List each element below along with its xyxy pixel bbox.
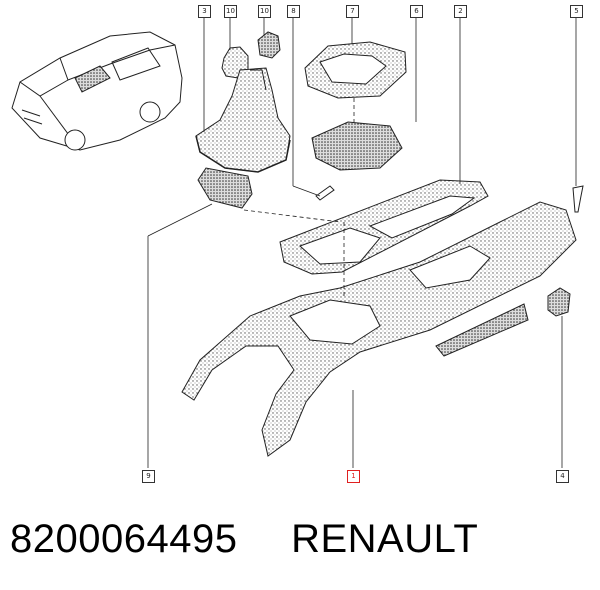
mount-bracket (197, 167, 253, 209)
callout-1: 1 (347, 470, 360, 483)
callout-5: 5 (570, 5, 583, 18)
screw (315, 185, 335, 201)
callout-2: 2 (454, 5, 467, 18)
centre-console (181, 201, 577, 457)
callout-7: 7 (346, 5, 359, 18)
callout-3: 3 (198, 5, 211, 18)
part-number: 8200064495 (10, 517, 238, 561)
gear-boot (195, 67, 291, 173)
callout-10: 10 (224, 5, 237, 18)
trim-frame (279, 179, 489, 275)
leader-lines (147, 16, 577, 468)
switch-panel (304, 41, 407, 99)
callout-10: 10 (258, 5, 271, 18)
callout-8: 8 (287, 5, 300, 18)
gear-knob-parts (221, 31, 281, 79)
vehicle-thumbnail (11, 31, 183, 151)
callout-9: 9 (142, 470, 155, 483)
footer-caption: 8200064495 RENAULT (10, 517, 478, 562)
brand-name: RENAULT (291, 517, 479, 561)
callout-4: 4 (556, 470, 569, 483)
switch-module (311, 121, 403, 171)
callout-6: 6 (410, 5, 423, 18)
exploded-parts-diagram (11, 16, 584, 468)
retaining-clip (547, 287, 571, 317)
fixing-screw (572, 185, 584, 213)
